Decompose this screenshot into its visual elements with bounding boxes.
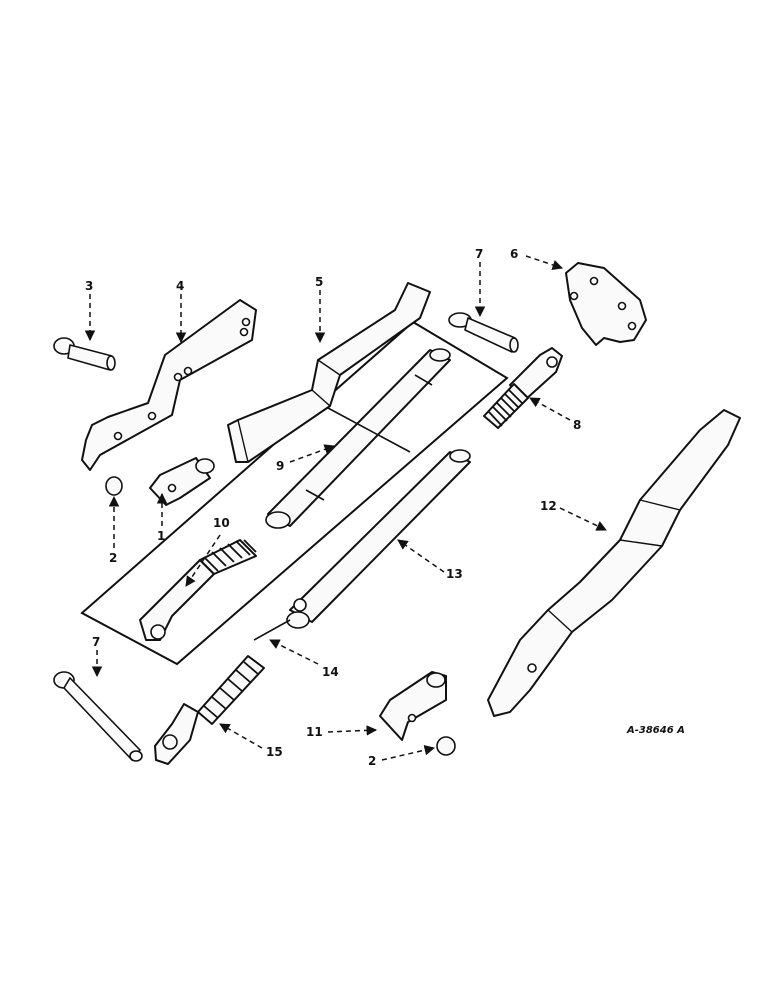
tube-part-13	[286, 449, 471, 629]
callout-8: 8	[573, 418, 581, 432]
callout-3: 3	[85, 279, 93, 293]
leader-10	[185, 534, 221, 587]
callout-5: 5	[315, 275, 323, 289]
turnbuckle-part-15	[154, 655, 265, 765]
pin-part-7-lower	[53, 671, 143, 762]
callout-2b: 2	[368, 754, 376, 768]
callout-7a: 7	[475, 247, 483, 261]
pin-part-14	[253, 619, 291, 641]
bushing-part-2-upper	[105, 476, 123, 496]
leader-6	[525, 255, 563, 270]
leader-13	[397, 539, 445, 573]
callout-7b: 7	[92, 635, 100, 649]
lug-part-11	[379, 671, 447, 741]
turnbuckle-end-part-8	[483, 347, 563, 429]
pin-part-7-upper	[448, 312, 519, 353]
leader-14	[269, 639, 319, 665]
callout-14: 14	[322, 665, 339, 679]
reference-code: A-38646 A	[626, 725, 685, 736]
callout-12: 12	[540, 499, 557, 513]
leader-2b	[381, 745, 436, 761]
cross-shaft-part-9	[265, 348, 451, 529]
leader-12	[559, 507, 607, 531]
lug-part-1	[149, 457, 215, 506]
callout-15: 15	[266, 745, 283, 759]
leader-15	[219, 723, 263, 749]
threaded-rod-part-10	[139, 539, 257, 641]
callout-13: 13	[446, 567, 463, 581]
bracket-part-4	[81, 299, 257, 471]
leader-9	[289, 444, 335, 463]
leader-11	[327, 725, 378, 736]
leader-8	[529, 397, 571, 421]
bushing-part-2-lower	[436, 736, 456, 756]
callout-1: 1	[157, 529, 165, 543]
callout-11: 11	[306, 725, 323, 739]
callout-9: 9	[276, 459, 284, 473]
callout-4: 4	[176, 279, 184, 293]
callout-10: 10	[213, 516, 230, 530]
lower-link-part-12	[487, 409, 741, 717]
hitch-plate-part-6	[565, 262, 647, 346]
callout-6: 6	[510, 247, 518, 261]
callout-2a: 2	[109, 551, 117, 565]
lift-arm-part-5	[227, 282, 431, 463]
pin-part-3	[53, 337, 116, 371]
